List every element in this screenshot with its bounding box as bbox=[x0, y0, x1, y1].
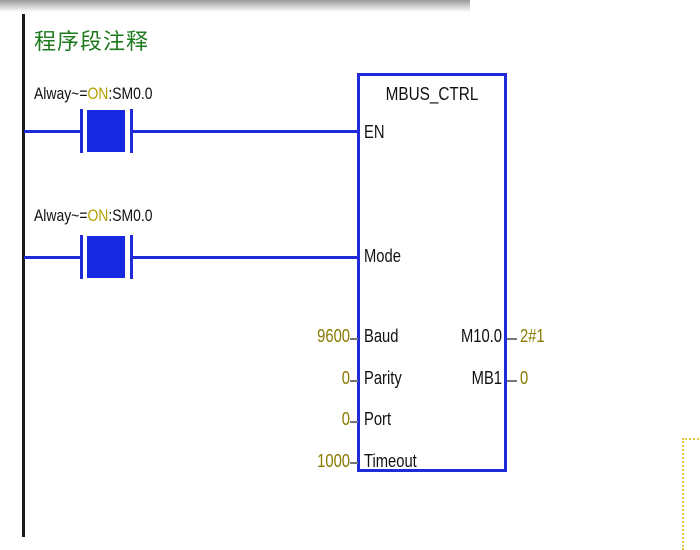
rung-1-wire-left bbox=[24, 130, 80, 133]
contact-2-label[interactable]: Alway~=ON:SM0.0 bbox=[34, 206, 153, 226]
pin-en: EN bbox=[364, 122, 385, 142]
baud-connector bbox=[350, 338, 358, 340]
port-connector bbox=[350, 421, 358, 423]
contact-2-right-plate bbox=[130, 235, 133, 279]
contact-2-label-suffix: :SM0.0 bbox=[108, 206, 153, 225]
pin-timeout: Timeout bbox=[364, 451, 417, 471]
parity-operand[interactable]: 0 bbox=[341, 368, 350, 388]
contact-1-label[interactable]: Alway~=ON:SM0.0 bbox=[34, 84, 153, 104]
pin-parity: Parity bbox=[364, 368, 402, 388]
network-comment[interactable]: 程序段注释 bbox=[34, 29, 150, 54]
pin-error: MB1 bbox=[471, 368, 502, 388]
error-connector bbox=[507, 380, 517, 382]
contact-2-label-on: ON bbox=[87, 206, 109, 225]
pin-done: M10.0 bbox=[460, 326, 502, 346]
pin-port: Port bbox=[364, 409, 392, 429]
contact-1-label-suffix: :SM0.0 bbox=[108, 84, 153, 103]
mbus-ctrl-block[interactable] bbox=[357, 73, 507, 472]
baud-operand[interactable]: 9600 bbox=[317, 326, 350, 346]
pin-baud: Baud bbox=[364, 326, 399, 346]
contact-1-right-plate bbox=[130, 109, 133, 153]
done-connector bbox=[507, 338, 517, 340]
rung-2-wire-left bbox=[24, 256, 80, 259]
contact-2-left-plate bbox=[80, 235, 83, 279]
rung-2-wire-right bbox=[133, 256, 360, 259]
timeout-operand[interactable]: 1000 bbox=[317, 451, 350, 471]
contact-1-label-on: ON bbox=[87, 84, 109, 103]
parity-connector bbox=[350, 380, 358, 382]
done-operand[interactable]: 2#1 bbox=[520, 326, 545, 346]
contact-1-label-prefix: Alway~= bbox=[34, 84, 88, 103]
timeout-connector bbox=[350, 462, 358, 464]
contact-1-left-plate bbox=[80, 109, 83, 153]
port-operand[interactable]: 0 bbox=[341, 409, 350, 429]
error-operand[interactable]: 0 bbox=[520, 368, 529, 388]
contact-2-label-prefix: Alway~= bbox=[34, 206, 88, 225]
left-power-rail bbox=[22, 14, 25, 537]
contact-1-energized-indicator[interactable] bbox=[87, 110, 125, 152]
contact-2-energized-indicator[interactable] bbox=[87, 236, 125, 278]
next-network-selection-outline bbox=[682, 438, 700, 550]
pin-mode: Mode bbox=[364, 246, 401, 266]
editor-top-strip bbox=[0, 0, 470, 12]
block-title: MBUS_CTRL bbox=[385, 84, 479, 104]
rung-1-wire-right bbox=[133, 130, 360, 133]
